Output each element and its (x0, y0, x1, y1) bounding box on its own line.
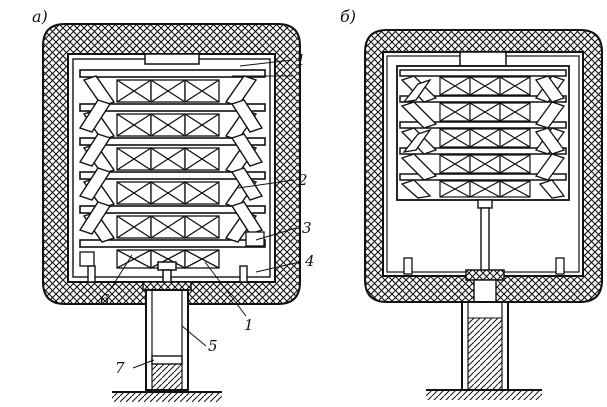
callout-1-bottom: 1 (244, 316, 254, 334)
panel-a: а) (32, 7, 315, 402)
panel-b-coils (439, 76, 531, 198)
panel-b-floor-blocks (403, 257, 565, 275)
callout-1-top: 1 (296, 51, 306, 69)
panel-b: б) (340, 7, 603, 400)
panel-a-label: а) (32, 7, 48, 26)
callout-3: 3 (302, 219, 312, 237)
callout-2: 2 (297, 171, 308, 189)
panel-b-top-vent (459, 51, 507, 67)
panel-a-callouts: 1 2 3 4 6 1 5 7 (100, 51, 315, 377)
panel-a-lift (142, 261, 192, 391)
callout-4: 4 (304, 252, 315, 270)
callout-7: 7 (115, 359, 125, 377)
panel-a-shelves (79, 69, 266, 248)
panel-b-shelves (399, 69, 567, 181)
panel-b-strips-left (400, 75, 438, 199)
panel-b-lift (461, 199, 509, 391)
panel-a-top-vent (144, 53, 200, 65)
panel-a-coil-stack (78, 69, 266, 283)
panel-a-strips-right (224, 75, 264, 243)
panel-b-ground (426, 389, 542, 400)
panel-a-coils (116, 79, 220, 269)
panel-a-ground (112, 391, 222, 402)
callout-6: 6 (100, 291, 110, 309)
panel-a-leaders (109, 59, 301, 369)
panel-a-side-blocks (79, 231, 265, 267)
panel-b-strips-right (534, 75, 566, 199)
callout-5: 5 (208, 337, 218, 355)
panel-a-strips-left (78, 75, 116, 243)
panel-b-label: б) (340, 7, 356, 26)
panel-a-legs (87, 265, 248, 283)
